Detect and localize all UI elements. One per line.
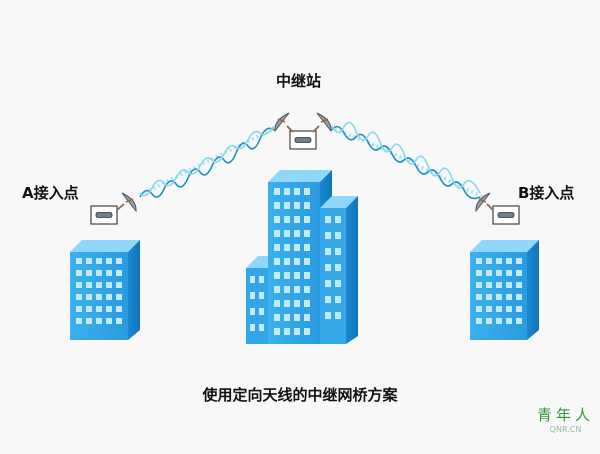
access-point-a-label: A接入点 [22,184,79,202]
radio-relay [289,130,317,150]
wireless-link-b [329,121,486,200]
radio-a [90,205,118,225]
antenna-b-icon [475,192,494,212]
watermark-logo: 青年人 QNR.CN [537,404,594,434]
radio-b [492,205,520,225]
watermark-english: QNR.CN [549,425,582,434]
antenna-relay-left-icon [274,112,294,133]
building-b [470,240,539,340]
access-point-b-label: B接入点 [518,184,575,202]
watermark-chinese: 青年人 [536,406,594,424]
diagram-caption: 使用定向天线的中继网桥方案 [202,386,398,404]
building-a [70,240,140,340]
relay-station-label: 中继站 [276,72,322,90]
antenna-a-icon [116,192,137,212]
wireless-link-a [139,125,276,198]
antenna-relay-right-icon [312,112,332,133]
building-relay [246,170,358,344]
